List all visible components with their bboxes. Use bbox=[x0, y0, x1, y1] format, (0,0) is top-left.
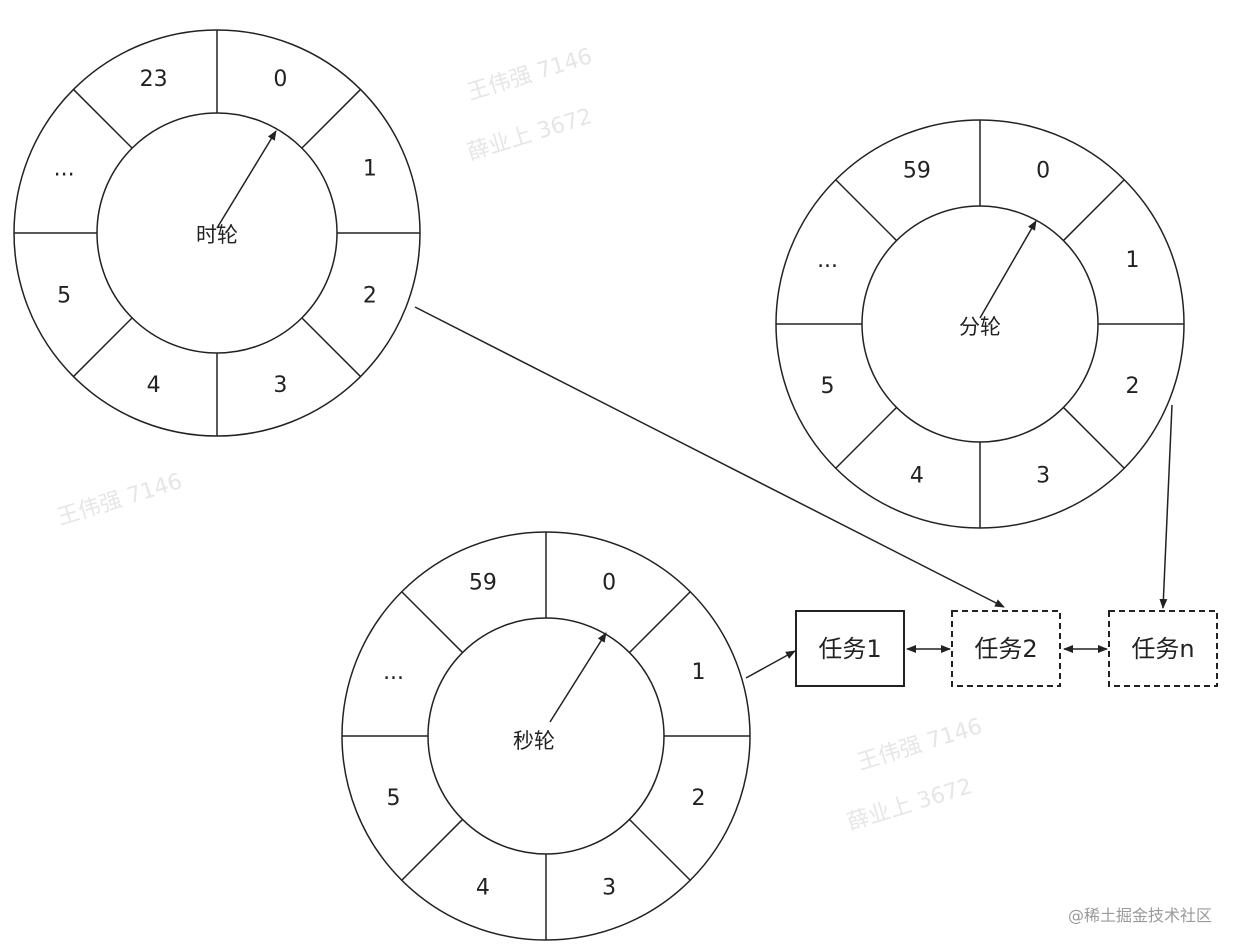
watermark-text: 薛业上 3672 bbox=[844, 774, 975, 836]
slot-label: 1 bbox=[363, 157, 377, 182]
slot-label: 4 bbox=[147, 373, 161, 398]
slot-label: ... bbox=[817, 248, 838, 273]
task-box: 任务1 bbox=[795, 610, 905, 687]
task-label: 任务1 bbox=[818, 635, 881, 663]
arrow-second-slot1-to-task1 bbox=[745, 650, 796, 679]
second-wheel: 0 1 2 3 4 5... 59 秒轮 bbox=[341, 531, 751, 941]
wheel-name: 时轮 bbox=[196, 223, 238, 247]
slot-label: ... bbox=[54, 157, 75, 182]
slot-divider bbox=[301, 88, 362, 149]
footer-credit: @稀土掘金技术社区 bbox=[1067, 906, 1212, 925]
slot-label: 3 bbox=[273, 373, 287, 398]
watermark-text: 王伟强 7146 bbox=[54, 469, 185, 531]
slot-label: 2 bbox=[363, 283, 377, 308]
slot-label: 59 bbox=[903, 159, 931, 184]
slot-label: ... bbox=[383, 660, 404, 685]
wheel-name: 秒轮 bbox=[513, 729, 555, 753]
task-box: 任务2 bbox=[951, 610, 1061, 687]
slot-divider bbox=[401, 818, 464, 881]
slot-label: 5 bbox=[387, 786, 401, 811]
slot-divider bbox=[401, 591, 464, 654]
slot-divider bbox=[301, 317, 362, 378]
watermark-text: 薛业上 3672 bbox=[464, 104, 595, 166]
arrow-minute-slot2-to-taskn bbox=[1159, 404, 1173, 609]
task-label: 任务n bbox=[1131, 635, 1194, 663]
minute-wheel: 0 1 2 3 4 5... 59 分轮 bbox=[775, 119, 1185, 529]
slot-divider bbox=[835, 406, 898, 469]
slot-label: 0 bbox=[602, 571, 616, 596]
task-box: 任务n bbox=[1108, 610, 1218, 687]
pointer-arrow-icon bbox=[216, 130, 277, 229]
watermark-text: 王伟强 7146 bbox=[464, 44, 595, 106]
slot-divider bbox=[628, 591, 691, 654]
slot-divider bbox=[835, 179, 898, 242]
slot-divider bbox=[72, 317, 133, 378]
watermark-text: 王伟强 7146 bbox=[854, 714, 985, 776]
slot-label: 2 bbox=[1125, 374, 1139, 399]
slot-divider bbox=[72, 88, 133, 149]
slot-label: 59 bbox=[469, 571, 497, 596]
slot-label: 4 bbox=[476, 875, 490, 900]
connector-arrows bbox=[414, 306, 1173, 679]
slot-label: 3 bbox=[602, 875, 616, 900]
slot-label: 3 bbox=[1036, 463, 1050, 488]
pointer-arrow-icon bbox=[549, 632, 607, 723]
slot-label: 23 bbox=[140, 67, 168, 92]
slot-divider bbox=[628, 818, 691, 881]
slot-label: 5 bbox=[821, 374, 835, 399]
slot-label: 1 bbox=[1125, 248, 1139, 273]
slot-label: 1 bbox=[691, 660, 705, 685]
slot-label: 0 bbox=[1036, 159, 1050, 184]
slot-label: 2 bbox=[691, 786, 705, 811]
slot-label: 5 bbox=[57, 283, 71, 308]
slot-label: 0 bbox=[273, 67, 287, 92]
slot-divider bbox=[1062, 406, 1125, 469]
slot-divider bbox=[1062, 179, 1125, 242]
task-label: 任务2 bbox=[974, 635, 1037, 663]
arrow-hour-slot2-to-task2 bbox=[414, 306, 1005, 608]
wheel-name: 分轮 bbox=[959, 315, 1001, 339]
pointer-arrow-icon bbox=[979, 220, 1037, 319]
slot-label: 4 bbox=[910, 463, 924, 488]
